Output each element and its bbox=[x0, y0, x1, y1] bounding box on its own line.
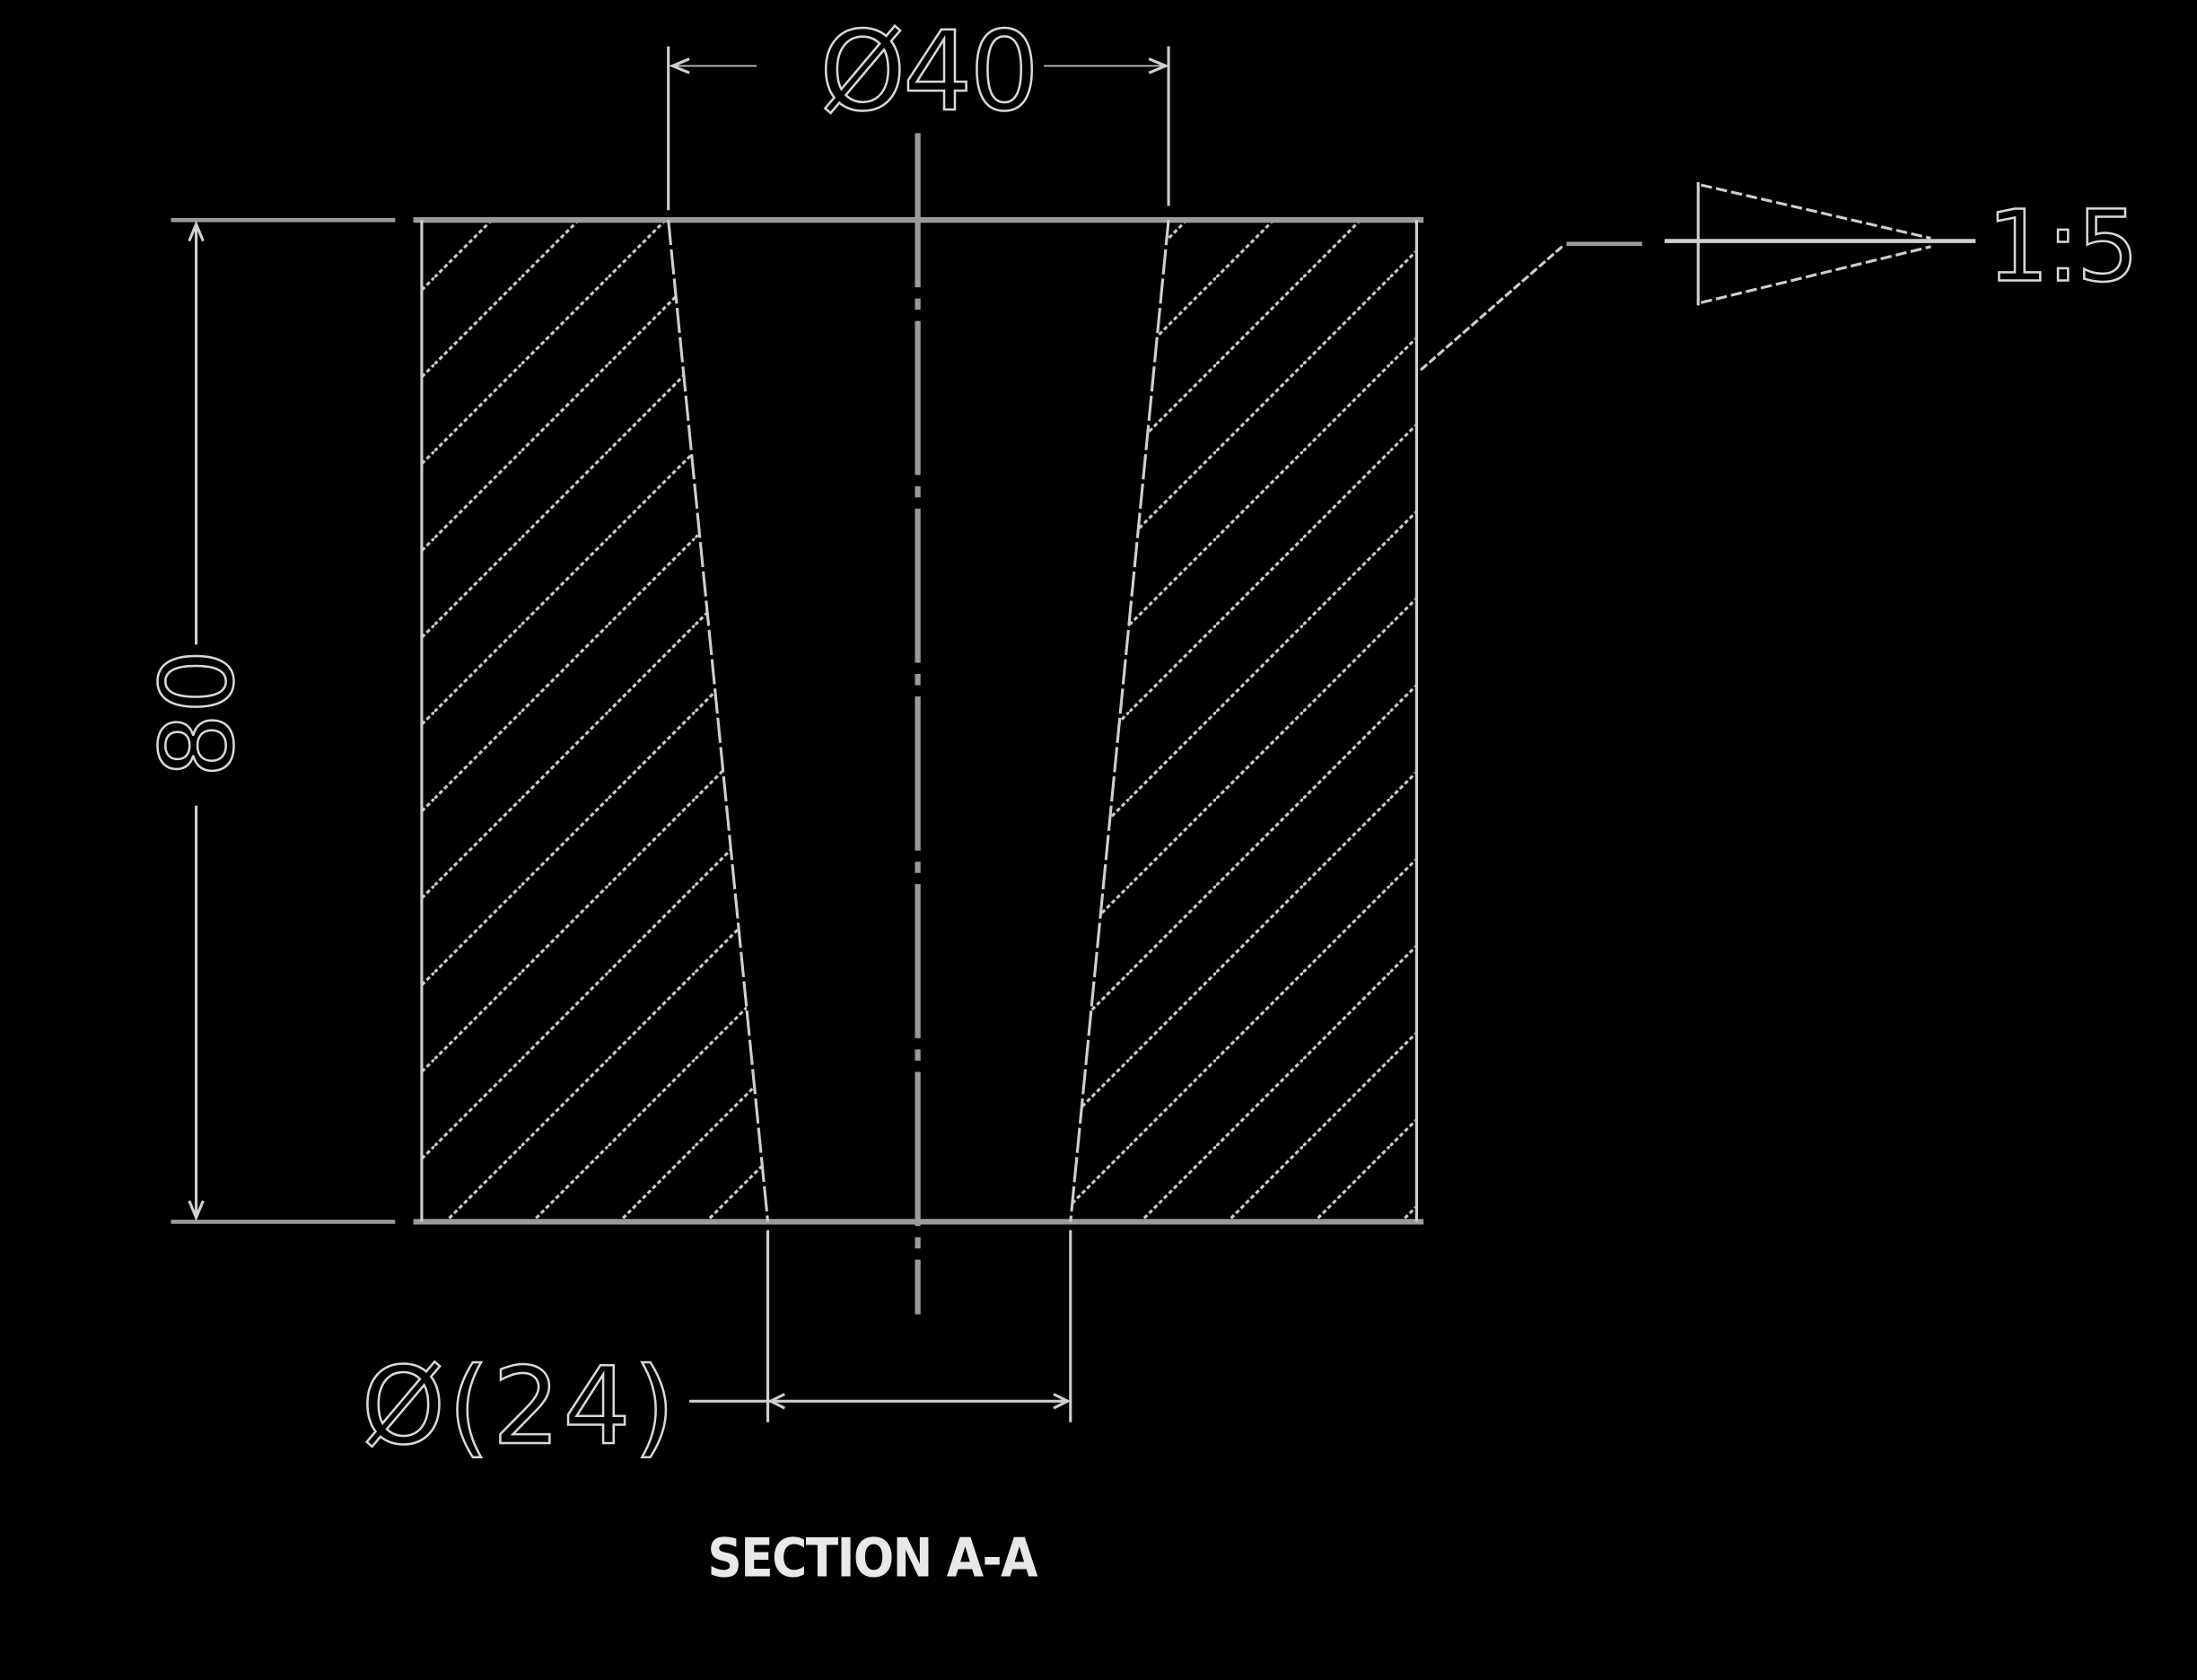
section-label: SECTION A-A bbox=[707, 1527, 1038, 1588]
hatch-left bbox=[423, 223, 768, 1221]
taper-callout bbox=[1420, 182, 1976, 372]
bottom-diameter-dimension bbox=[689, 1229, 1072, 1422]
bore-left-edge bbox=[667, 220, 770, 1222]
height-dimension bbox=[171, 217, 396, 1224]
bottom-diameter-label: Ø(24) bbox=[362, 1344, 678, 1468]
height-label: 80 bbox=[139, 650, 257, 778]
taper-ratio-label: 1:5 bbox=[1987, 189, 2136, 303]
top-diameter-dimension bbox=[667, 46, 1170, 211]
bore-right-edge bbox=[1069, 220, 1170, 1222]
top-diameter-label: Ø40 bbox=[819, 8, 1036, 136]
taper-icon bbox=[1696, 182, 1931, 306]
